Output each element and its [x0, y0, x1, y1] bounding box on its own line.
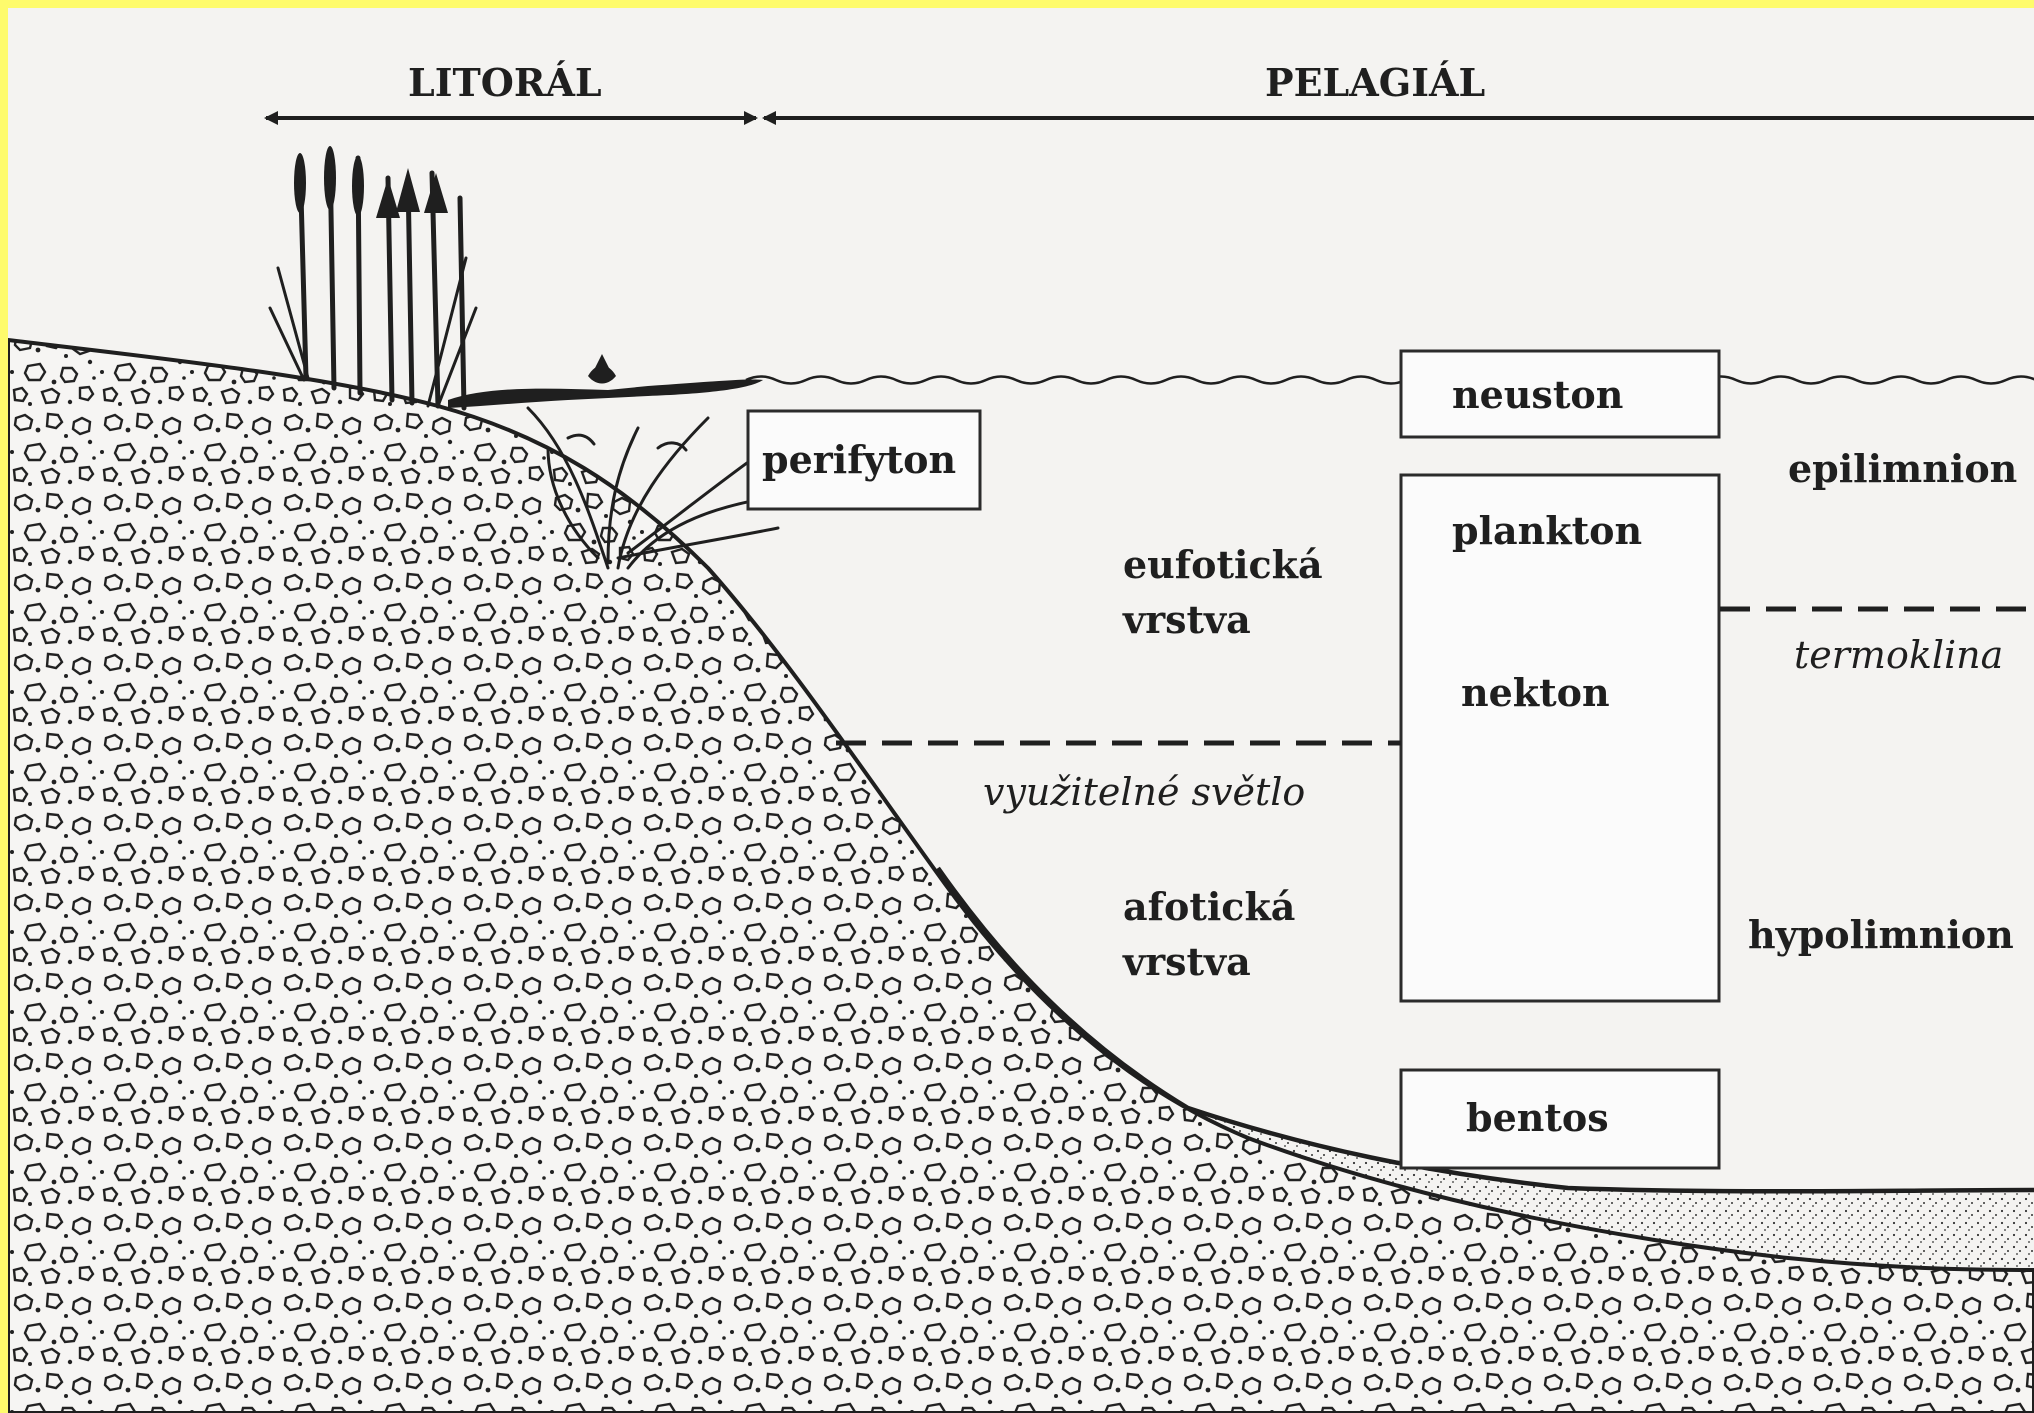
- termoklina-label: termoklina: [1794, 633, 2003, 677]
- bentos-label: bentos: [1466, 1095, 1609, 1140]
- plankton-nekton-box: [1401, 475, 1719, 1001]
- afoticka-label-line2: vrstva: [1122, 939, 1251, 984]
- reed-heads: [294, 146, 448, 218]
- epilimnion-label: epilimnion: [1788, 446, 2017, 491]
- neuston-label: neuston: [1452, 372, 1623, 417]
- diagram-frame: LITORÁL PELAGIÁL perifyton neuston plank…: [8, 8, 2034, 1413]
- hypolimnion-label: hypolimnion: [1748, 912, 2014, 957]
- lake-zonation-diagram: LITORÁL PELAGIÁL perifyton neuston plank…: [8, 8, 2034, 1413]
- eufoticka-label-line1: eufotická: [1123, 542, 1323, 587]
- perifyton-label: perifyton: [762, 437, 956, 482]
- water-surface: [746, 377, 2034, 384]
- litoral-label: LITORÁL: [408, 60, 602, 105]
- floating-plants: [448, 354, 763, 408]
- usable-light-label: využitelné světlo: [983, 770, 1305, 814]
- shore-ground: [8, 340, 2034, 1413]
- eufoticka-label-line2: vrstva: [1122, 597, 1251, 642]
- afoticka-label-line1: afotická: [1123, 884, 1295, 929]
- pelagial-label: PELAGIÁL: [1265, 60, 1485, 105]
- nekton-label: nekton: [1461, 670, 1610, 715]
- plankton-label: plankton: [1452, 508, 1642, 553]
